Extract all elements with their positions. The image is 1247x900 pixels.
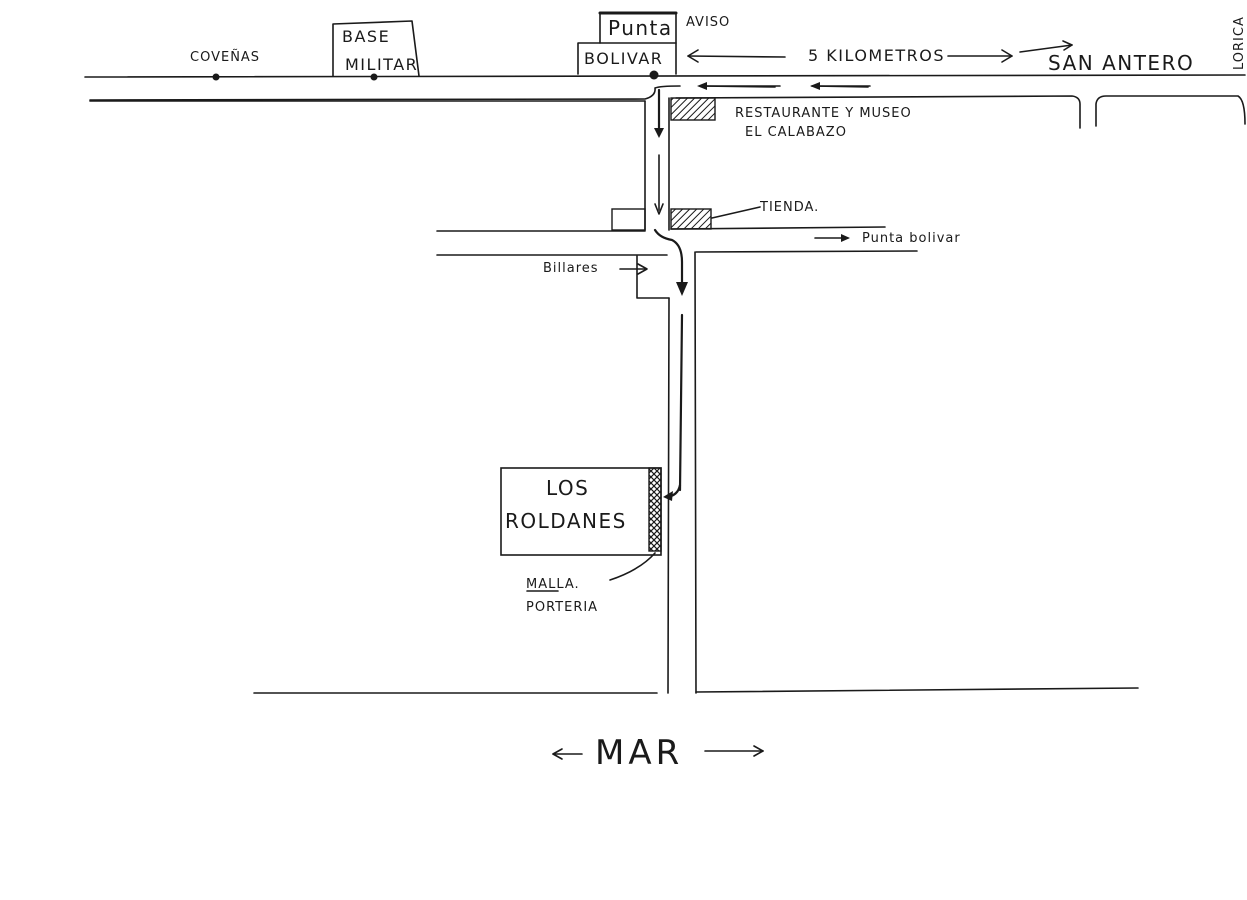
tienda-label: TIENDA.	[759, 200, 819, 215]
billares-arrowhead	[637, 263, 648, 275]
mar-arrowhead-left	[552, 748, 563, 760]
distance-arrowhead-left	[687, 49, 699, 63]
mar-arrowhead-right	[753, 745, 764, 757]
arrowhead-upper-2	[810, 82, 820, 90]
mar-label: MAR	[595, 733, 683, 773]
base-militar-label-1: BASE	[342, 27, 390, 46]
san-antero-label: SAN ANTERO	[1048, 51, 1194, 75]
highway-line	[84, 74, 1246, 78]
route-arrowhead-1	[654, 128, 664, 138]
restaurante-label-1: RESTAURANTE Y MUSEO	[735, 106, 912, 121]
arrowhead-upper-1	[697, 82, 707, 90]
upper-road-right-block	[1095, 95, 1246, 127]
punta-bolivar-side-arrowhead	[841, 234, 850, 242]
route-arrowhead-3	[676, 282, 688, 296]
route-arrow-4	[678, 313, 684, 492]
vertical-road-right-lower	[694, 251, 697, 694]
route-arrowhead-4	[663, 491, 673, 501]
route-curve	[653, 228, 684, 292]
los-roldanes-label-1: LOS	[546, 476, 589, 500]
punta-bolivar-dot	[649, 70, 659, 80]
malla-label-1: MALLA.	[526, 577, 580, 592]
malla-porteria-fence	[648, 467, 662, 552]
upper-road-right-top	[675, 95, 1081, 129]
covenas-dot	[212, 73, 220, 81]
base-militar-box	[332, 20, 420, 77]
distance-label: 5 KILOMETROS	[808, 46, 945, 65]
lorica-label: LORICA	[1232, 16, 1247, 70]
san-antero-arrow	[1019, 44, 1073, 53]
punta-bolivar-label-2: BOLIVAR	[584, 49, 663, 68]
arrow-upper-2	[811, 85, 869, 88]
tienda-block	[670, 208, 712, 230]
base-militar-label-2: MILITAR	[345, 55, 418, 74]
route-arrowhead-2	[654, 203, 664, 215]
malla-pointer	[609, 552, 656, 581]
coast-road-right	[695, 687, 1139, 693]
restaurante-block	[670, 97, 716, 121]
punta-bolivar-box-lower	[577, 42, 677, 75]
covenas-label: COVEÑAS	[190, 49, 260, 65]
aviso-label: AVISO	[686, 15, 730, 30]
distance-arrowhead-right	[1001, 49, 1013, 63]
punta-bolivar-side-label: Punta bolivar	[862, 231, 961, 246]
billares-building	[636, 255, 670, 299]
cross-road-bottom-right	[695, 250, 918, 253]
base-militar-dot	[370, 73, 378, 81]
los-roldanes-label-2: ROLDANES	[505, 509, 627, 533]
punta-bolivar-label-1: Punta	[608, 16, 673, 40]
restaurante-label-2: EL CALABAZO	[745, 125, 847, 140]
cross-road-top-right	[670, 226, 886, 230]
san-antero-arrowhead	[1062, 40, 1073, 51]
arrow-upper-1	[699, 85, 776, 88]
distance-arrow-left	[687, 55, 786, 58]
small-building-left	[611, 208, 646, 231]
tienda-pointer	[711, 206, 761, 219]
malla-label-2: PORTERIA	[526, 600, 598, 615]
billares-label: Billares	[543, 261, 599, 276]
